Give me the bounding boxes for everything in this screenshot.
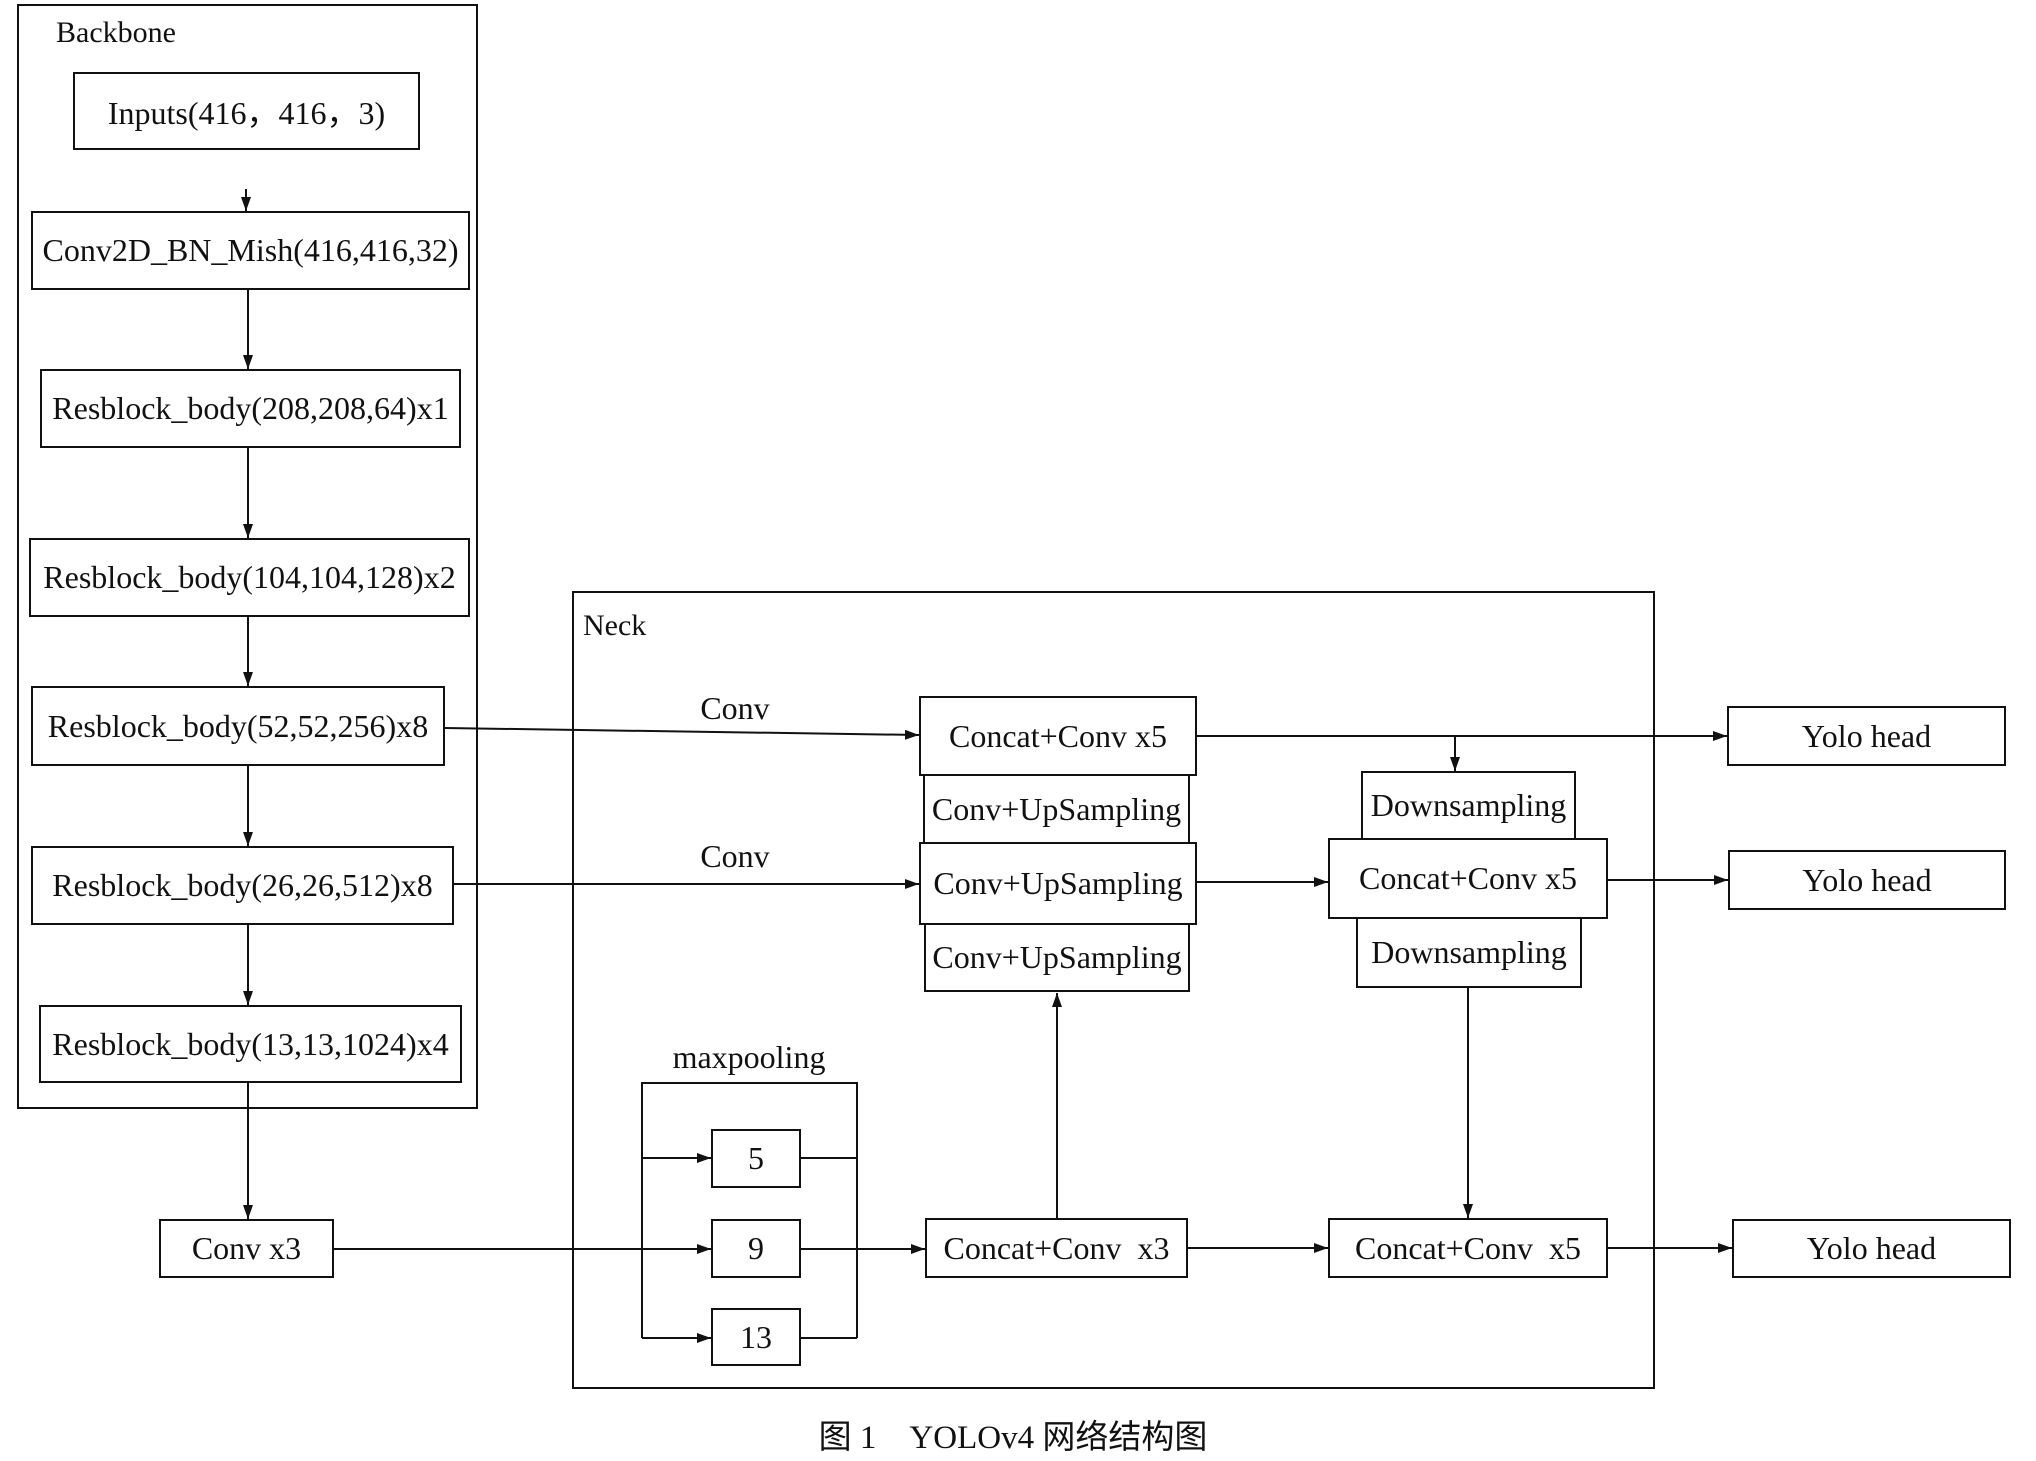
conv-x3-box: Conv x3: [159, 1219, 334, 1278]
input-box: Inputs(416，416，3): [73, 72, 420, 150]
resblock-box-3: Resblock_body(52,52,256)x8: [31, 686, 445, 766]
stem-conv-box: Conv2D_BN_Mish(416,416,32): [31, 211, 470, 290]
maxpooling-label: maxpooling: [672, 1039, 826, 1075]
backbone-title: Backbone: [56, 16, 176, 49]
resblock-box-4: Resblock_body(26,26,512)x8: [31, 846, 454, 925]
downsampling-box-1: Downsampling: [1361, 771, 1576, 840]
conv-edge-label-2: Conv: [700, 838, 770, 874]
maxpool-kernel-5-box: 5: [711, 1129, 801, 1188]
downsampling-box-2: Downsampling: [1356, 917, 1582, 988]
resblock-box-1: Resblock_body(208,208,64)x1: [40, 369, 461, 448]
mid-concat-box: Concat+Conv x5: [1328, 838, 1608, 919]
neck-title: Neck: [583, 609, 647, 642]
yolo-head-box-2: Yolo head: [1728, 850, 2006, 910]
top-concat-box: Concat+Conv x5: [919, 696, 1197, 776]
upsampling-box-3: Conv+UpSampling: [924, 923, 1190, 992]
yolo-head-box-3: Yolo head: [1732, 1219, 2011, 1278]
spp-concat-box: Concat+Conv x3: [925, 1218, 1188, 1278]
resblock-box-5: Resblock_body(13,13,1024)x4: [39, 1005, 462, 1083]
resblock-box-2: Resblock_body(104,104,128)x2: [29, 538, 470, 617]
yolo-head-box-1: Yolo head: [1727, 706, 2006, 766]
maxpool-kernel-9-box: 9: [711, 1219, 801, 1278]
figure-caption: 图 1 YOLOv4 网络结构图: [818, 1420, 1208, 1456]
bottom-concat-box: Concat+Conv x5: [1328, 1218, 1608, 1278]
maxpool-kernel-13-box: 13: [711, 1308, 801, 1366]
upsampling-box-1: Conv+UpSampling: [923, 774, 1190, 844]
conv-edge-label-1: Conv: [700, 690, 770, 726]
upsampling-box-2: Conv+UpSampling: [919, 842, 1197, 925]
neck-frame: [572, 591, 1655, 1389]
